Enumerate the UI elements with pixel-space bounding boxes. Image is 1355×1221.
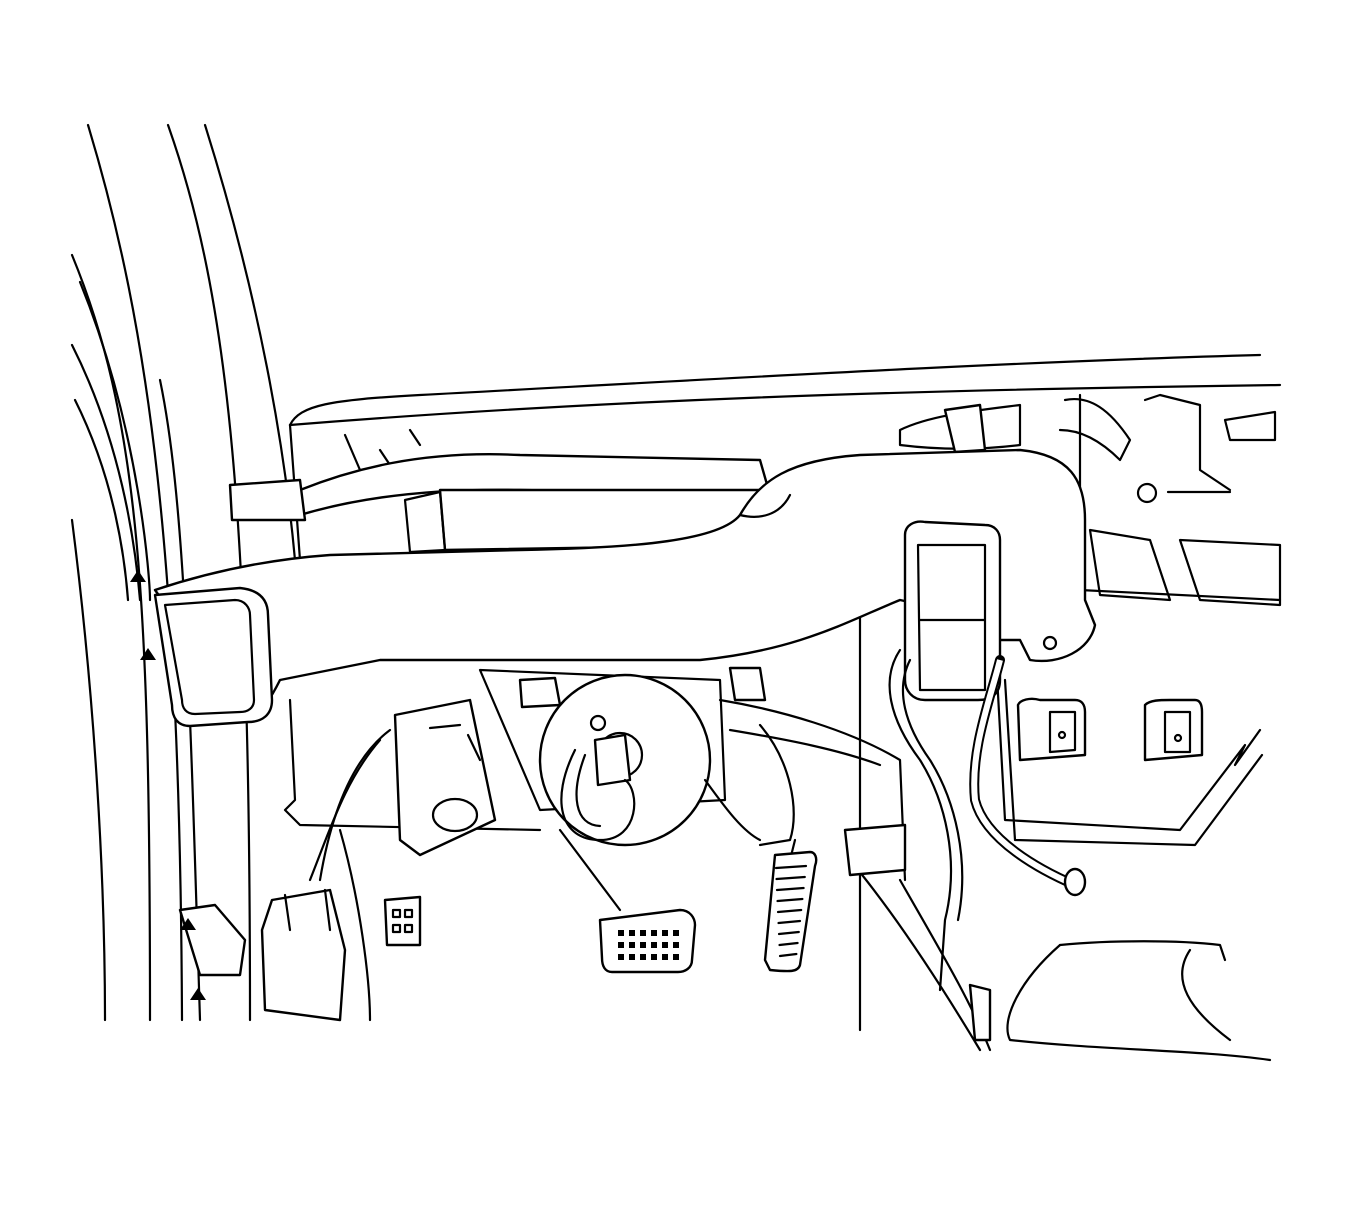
pedal-rib [776, 908, 803, 914]
pedal-grip-dot [629, 942, 635, 948]
pedal-grip-dot [662, 942, 668, 948]
pedal-rib [775, 875, 806, 881]
pedal-grip-dot [640, 930, 646, 936]
pedal-rib [778, 941, 799, 947]
pedal-grip-dot [651, 954, 657, 960]
pedal-grip-dot [673, 954, 679, 960]
wire-harness [308, 648, 1087, 1042]
pedal-grip-dot [662, 930, 668, 936]
pedals [558, 828, 818, 974]
connectors [130, 570, 767, 1022]
upper-duct [228, 453, 772, 554]
pedal-grip-dot [629, 930, 635, 936]
pedal-grip-dot [640, 942, 646, 948]
pedal-grip-dot [651, 930, 657, 936]
pedal-grip-dot [618, 942, 624, 948]
pedal-grip-dot [662, 954, 668, 960]
pedal-rib [778, 952, 798, 958]
pedal-rib [777, 930, 800, 936]
pedal-grip-dot [618, 930, 624, 936]
pedal-rib [774, 864, 808, 870]
steering-column [393, 668, 1204, 882]
pedal-grip-dot [673, 930, 679, 936]
pedal-grip-dot [651, 942, 657, 948]
pedal-rib [775, 886, 805, 892]
lower-panel [283, 588, 1272, 1062]
pedal-grip-dot [640, 954, 646, 960]
pedal-grip-dot [618, 954, 624, 960]
air-duct [153, 448, 1097, 728]
pedal-rib [776, 897, 804, 903]
pedal-grip-dot [673, 942, 679, 948]
pedal-rib [777, 919, 802, 925]
clockspring [538, 673, 712, 847]
pedal-grip-dot [629, 954, 635, 960]
